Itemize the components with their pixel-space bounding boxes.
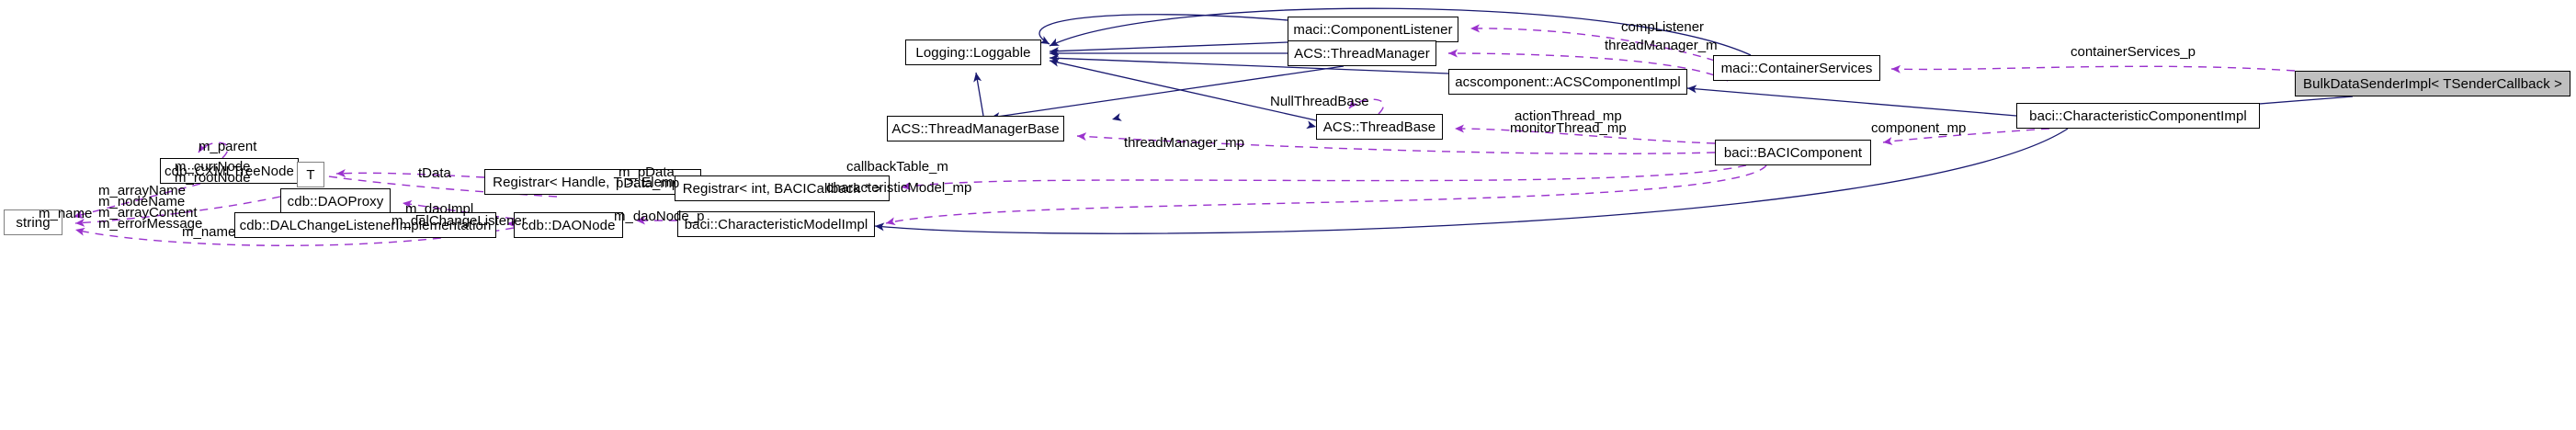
edge-label-m-pdata: m_pData — [618, 164, 675, 180]
edge-label-pdata-mp: pData_mp — [616, 175, 680, 191]
node-cdb-dalchangelistenerimplementation[interactable]: cdb::DALChangeListenerImplementation — [234, 212, 496, 238]
node-string[interactable]: string — [4, 209, 62, 235]
edge-label-component-mp: component_mp — [1871, 120, 1967, 136]
edge-label-containerservices-p: containerServices_p — [2071, 44, 2196, 60]
edge-label-m-daonode-p: m_daoNode_p — [614, 209, 705, 224]
node-acs-threadbase[interactable]: ACS::ThreadBase — [1316, 114, 1443, 140]
node-baci-characteristicmodelimpl[interactable]: baci::CharacteristicModelImpl — [677, 211, 875, 237]
node-maci-containerservices[interactable]: maci::ContainerServices — [1713, 55, 1880, 81]
edge-label-m-daoimpl: m_daoImpl — [405, 201, 474, 217]
node-baci-characteristiccomponentimpl[interactable]: baci::CharacteristicComponentImpl — [2016, 103, 2260, 129]
edge-label-m-name-bottom: m_name — [182, 224, 236, 240]
edge-label-actionthread-mp: actionThread_mp — [1515, 108, 1622, 124]
edge-label-threadmanager-mp: threadManager_mp — [1124, 135, 1244, 151]
edge-label-threadmanager-m: threadManager_m — [1605, 38, 1718, 53]
edge-label-characteristicmodel-mp: characteristicModel_mp — [826, 180, 972, 196]
node-cdb-daoproxy[interactable]: cdb::DAOProxy — [280, 188, 391, 214]
node-cdb-daonode[interactable]: cdb::DAONode — [514, 212, 623, 238]
edge-label-m-parent: m_parent — [199, 139, 257, 154]
edge-label-m-rootnode: m_rootNode — [175, 170, 251, 186]
node-cdb-cxmltreenode[interactable]: cdb::CXMLTreeNode — [160, 158, 299, 184]
node-acscomponent-acscomponentimpl[interactable]: acscomponent::ACSComponentImpl — [1448, 69, 1687, 95]
edge-label-m-arrayname: m_arrayName — [98, 183, 187, 198]
edge-label-m-arraycontent: m_arrayContent — [98, 205, 198, 221]
node-bulkdatasenderimpl[interactable]: BulkDataSenderImpl< TSenderCallback > — [2295, 71, 2570, 96]
node-registrar-int-bacicallback[interactable]: Registrar< int, BACICallback * > — [675, 175, 890, 201]
node-registrar-handle-t-element[interactable]: Registrar< Handle, T >::Element — [484, 169, 701, 195]
node-maci-componentlistener[interactable]: maci::ComponentListener — [1288, 17, 1458, 42]
edge-label-tdata: tData — [418, 165, 451, 181]
node-t[interactable]: T — [297, 162, 324, 187]
edge-label-m-currnode: m_currNode — [175, 159, 251, 175]
node-baci-bacicomponent[interactable]: baci::BACIComponent — [1715, 140, 1871, 165]
edge-label-m-errormessage: m_errorMessage — [98, 216, 203, 232]
node-acs-threadmanagerbase[interactable]: ACS::ThreadManagerBase — [887, 116, 1064, 141]
edge-label-m-name-left: m_name — [39, 206, 93, 221]
edge-label-monitorthread-mp: monitorThread_mp — [1510, 120, 1627, 136]
edge-label-m-dalchangelistener: m_dalChangeListener — [392, 213, 527, 229]
node-logging-loggable[interactable]: Logging::Loggable — [905, 40, 1041, 65]
node-acs-threadmanager[interactable]: ACS::ThreadManager — [1288, 40, 1436, 66]
edge-label-callbacktable-m: callbackTable_m — [846, 159, 948, 175]
edge-label-nullthreadbase: NullThreadBase — [1270, 94, 1369, 109]
edge-label-complistener: compListener — [1621, 19, 1705, 35]
edge-label-m-nodename: m_nodeName — [98, 194, 186, 209]
